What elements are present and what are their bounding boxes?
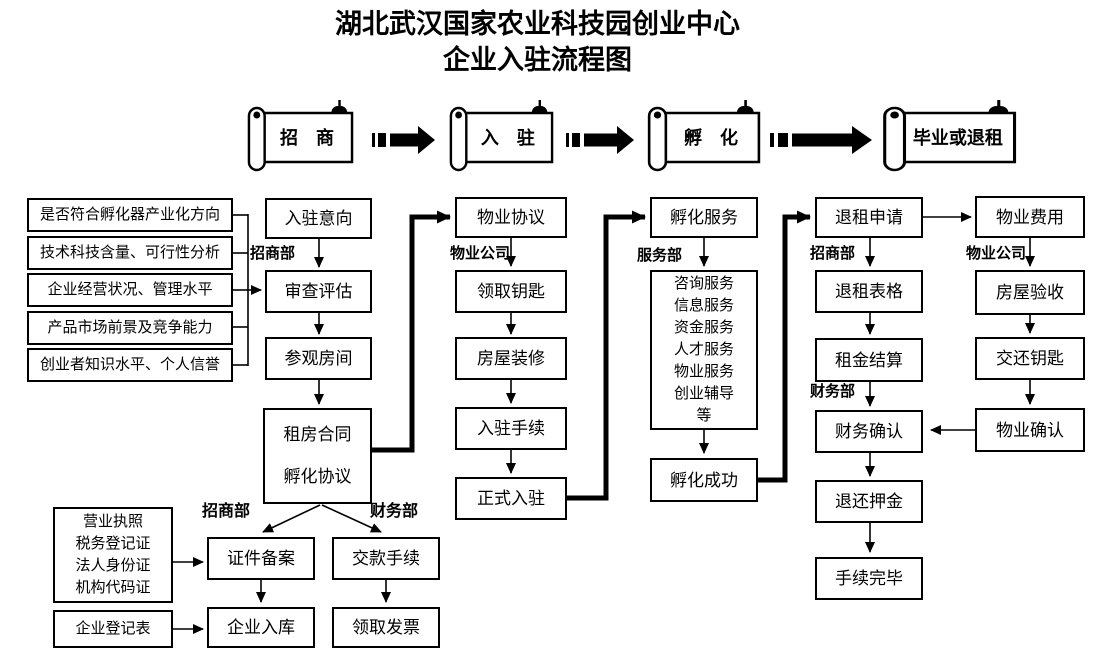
- node-rent-settlement: 租金结算: [815, 338, 923, 382]
- node-cert-filing: 证件备案: [207, 537, 315, 580]
- node-return-keys: 交还钥匙: [975, 337, 1085, 380]
- node-incubation-success: 孵化成功: [650, 458, 758, 502]
- node-register-form: 企业登记表: [53, 610, 173, 648]
- dept-label-fuwu: 服务部: [637, 247, 683, 264]
- doc-line3: 法人身份证: [75, 558, 151, 574]
- doc-line4: 机构代码证: [75, 580, 151, 596]
- node-renovation: 房屋装修: [455, 337, 567, 380]
- node-payment-procedure: 交款手续: [332, 537, 440, 580]
- node-visit-rooms: 参观房间: [265, 337, 372, 380]
- node-incubation-service: 孵化服务: [650, 197, 758, 238]
- node-criterion-5: 创业者知识水平、个人信誉: [27, 348, 233, 382]
- service-line3: 资金服务: [673, 320, 734, 336]
- phase-arrow-2: [566, 126, 634, 154]
- node-property-agreement: 物业协议: [455, 197, 567, 238]
- node-property-fee: 物业费用: [975, 196, 1085, 238]
- node-criterion-4: 产品市场前景及竞争能力: [27, 311, 233, 345]
- node-property-confirm: 物业确认: [975, 408, 1085, 452]
- dept-label-zhaoshang-3: 招商部: [202, 503, 251, 520]
- node-deposit-refund: 退还押金: [815, 480, 923, 523]
- doc-line2: 税务登记证: [75, 536, 151, 552]
- node-criterion-2: 技术科技含量、可行性分析: [27, 236, 233, 270]
- node-official-movein: 正式入驻: [455, 477, 567, 520]
- scroll-shape-icon: [449, 100, 554, 172]
- contract-line1: 租房合同: [283, 425, 352, 444]
- node-movein-procedures: 入驻手续: [455, 407, 567, 450]
- phase-arrow-1: [372, 126, 435, 154]
- node-procedure-complete: 手续完毕: [815, 557, 923, 600]
- service-line1: 咨询服务: [673, 276, 734, 292]
- title-line1: 湖北武汉国家农业科技园创业中心: [335, 9, 740, 39]
- dept-label-caiwu-2: 财务部: [810, 383, 856, 400]
- scroll-shape-icon: [247, 100, 354, 172]
- dept-label-wuye-1: 物业公司: [450, 245, 511, 262]
- service-line6: 创业辅导: [673, 386, 734, 402]
- phase-label-ruzhu: 入 驻: [480, 127, 535, 148]
- scroll-shape-icon: [883, 100, 1017, 172]
- dept-label-caiwu-3: 财务部: [370, 503, 419, 520]
- node-review-evaluation: 审查评估: [265, 270, 372, 313]
- service-line2: 信息服务: [673, 298, 734, 314]
- service-line5: 物业服务: [673, 364, 734, 380]
- node-entry-intent: 入驻意向: [265, 198, 372, 239]
- page-title: 湖北武汉国家农业科技园创业中心 企业入驻流程图: [0, 6, 1075, 78]
- phase-label-biye: 毕业或退租: [912, 127, 1003, 148]
- dept-label-zhaoshang-2: 招商部: [810, 245, 856, 262]
- node-enterprise-db-entry: 企业入库: [207, 607, 315, 648]
- node-get-keys: 领取钥匙: [455, 270, 567, 313]
- scroll-shape-icon: [647, 100, 761, 172]
- service-line7: 等: [696, 408, 712, 424]
- node-criterion-1: 是否符合孵化器产业化方向: [27, 198, 233, 232]
- node-house-inspection: 房屋验收: [975, 270, 1085, 315]
- node-criterion-3: 企业经营状况、管理水平: [27, 273, 233, 307]
- doc-line1: 营业执照: [82, 514, 143, 530]
- phase-banner-biye: 毕业或退租: [881, 98, 1017, 172]
- node-exit-apply: 退租申请: [815, 197, 923, 238]
- contract-line2: 孵化协议: [283, 467, 352, 486]
- phase-arrow-3: [770, 126, 872, 154]
- dept-label-zhaoshang-1: 招商部: [250, 245, 296, 262]
- phase-banner-ruzhu: 入 驻: [448, 98, 554, 172]
- dept-label-wuye-2: 物业公司: [966, 245, 1027, 262]
- node-get-invoice: 领取发票: [332, 607, 440, 648]
- node-finance-confirm: 财务确认: [815, 410, 923, 453]
- phase-label-zhaoshang: 招 商: [280, 127, 335, 148]
- title-line2: 企业入驻流程图: [443, 45, 632, 75]
- node-service-list: 咨询服务 信息服务 资金服务 人才服务 物业服务 创业辅导 等: [650, 270, 758, 430]
- phase-banner-fuhua: 孵 化: [646, 98, 761, 172]
- node-license-documents: 营业执照 税务登记证 法人身份证 机构代码证: [53, 507, 173, 603]
- node-lease-incubation-agreement: 租房合同 孵化协议: [263, 408, 372, 504]
- criteria-bracket: [233, 214, 249, 366]
- phase-banner-zhaoshang: 招 商: [246, 98, 354, 172]
- service-line4: 人才服务: [673, 342, 734, 358]
- node-exit-form: 退租表格: [815, 270, 923, 313]
- phase-label-fuhua: 孵 化: [683, 127, 738, 148]
